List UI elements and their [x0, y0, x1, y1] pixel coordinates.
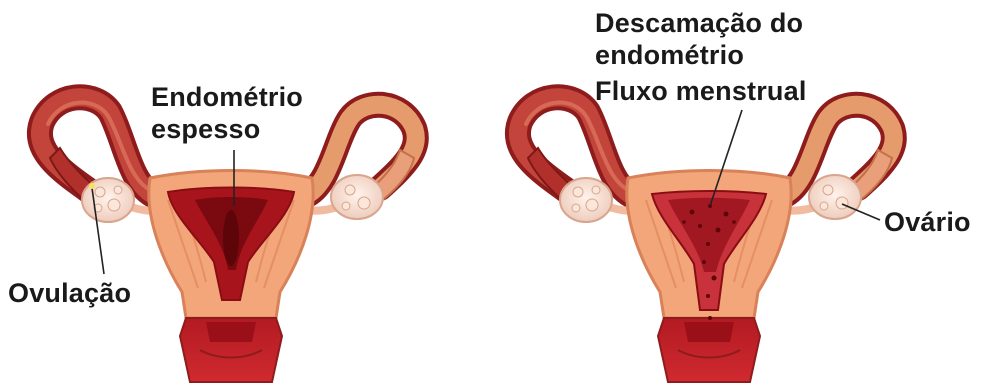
label-ovulacao: Ovulação [8, 278, 131, 308]
label-endometrio-descamacao: endométrio [595, 40, 744, 70]
uterus-menstruation [518, 97, 894, 382]
ovulation-egg-marker [89, 183, 95, 189]
label-endometrio: Endométrio [151, 82, 303, 112]
label-descamacao: Descamação do [595, 8, 803, 38]
label-fluxo-menstrual: Fluxo menstrual [595, 76, 807, 106]
label-ovario: Ovário [884, 207, 971, 237]
label-espesso: espesso [151, 114, 260, 144]
